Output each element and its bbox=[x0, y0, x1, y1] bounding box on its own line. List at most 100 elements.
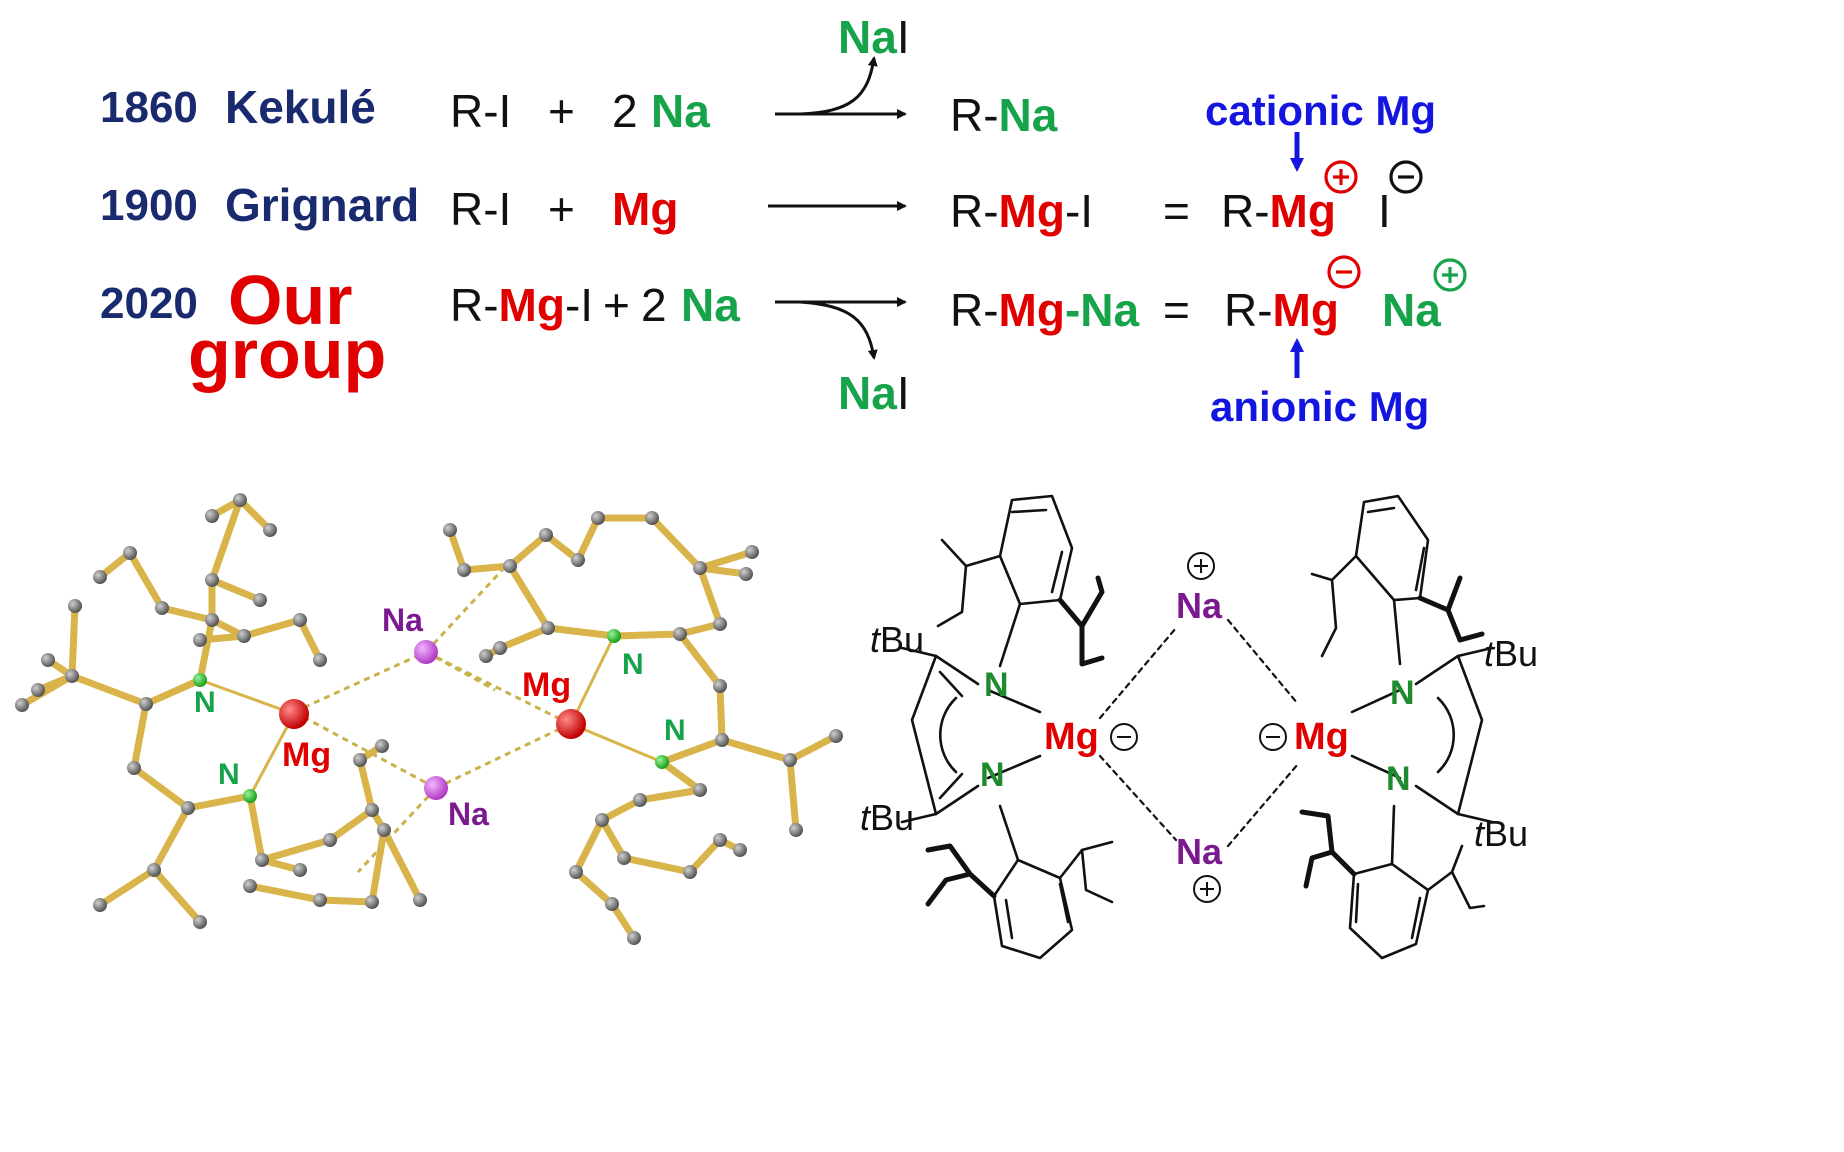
structure-n-label: N bbox=[1390, 674, 1415, 712]
r1-byproduct: NaI bbox=[838, 11, 910, 63]
r3-product: R-Mg-Na bbox=[950, 284, 1140, 336]
name-kekule: Kekulé bbox=[225, 81, 376, 133]
crystal-bond bbox=[598, 816, 628, 862]
r1-coef: 2 bbox=[612, 85, 638, 137]
crystal-mg-left-label: Mg bbox=[282, 736, 332, 774]
na-bottom-plus-icon bbox=[1193, 875, 1221, 903]
crystal-carbon-atom bbox=[193, 915, 207, 929]
crystal-carbon-atom bbox=[41, 653, 55, 667]
crystal-carbon-atom bbox=[123, 546, 137, 560]
anionic-mg-label: anionic Mg bbox=[1210, 383, 1430, 430]
arrow-r3-byproduct bbox=[799, 300, 878, 360]
crystal-n-atom bbox=[607, 629, 621, 643]
crystal-bond bbox=[572, 816, 606, 876]
year-1900: 1900 bbox=[100, 181, 198, 230]
na-top-plus-icon bbox=[1187, 552, 1215, 580]
reaction-arrows bbox=[768, 56, 907, 360]
crystal-n-label: N bbox=[218, 758, 240, 791]
structure-n-label: N bbox=[984, 666, 1009, 704]
crystal-carbon-atom bbox=[205, 613, 219, 627]
crystal-n-atom bbox=[243, 789, 257, 803]
crystal-carbon-atom bbox=[263, 523, 277, 537]
crystal-carbon-atom bbox=[633, 793, 647, 807]
crystal-bond bbox=[240, 616, 304, 640]
crystal-carbon-atom bbox=[503, 559, 517, 573]
crystal-carbon-atom bbox=[255, 853, 269, 867]
crystal-carbon-atom bbox=[365, 803, 379, 817]
crystal-bond bbox=[460, 562, 514, 574]
crystal-mg-right-atom bbox=[556, 709, 586, 739]
crystal-bond bbox=[130, 700, 150, 772]
crystal-na-bottom-label: Na bbox=[448, 796, 489, 832]
crystal-carbon-atom bbox=[243, 879, 257, 893]
crystal-mg-right-label: Mg bbox=[522, 666, 572, 704]
crystal-carbon-atom bbox=[693, 561, 707, 575]
crystal-n-atom bbox=[655, 755, 669, 769]
crystal-carbon-atom bbox=[155, 601, 169, 615]
crystal-bond bbox=[326, 806, 376, 844]
crystal-mg-n-bond bbox=[569, 634, 616, 726]
r2-ionic-mg: R-Mg bbox=[1221, 185, 1336, 237]
r3-plus: + bbox=[603, 279, 630, 331]
crystal-na-top-atom bbox=[414, 640, 438, 664]
crystal-bond bbox=[696, 548, 756, 572]
crystal-carbon-atom bbox=[293, 613, 307, 627]
crystal-bond bbox=[208, 576, 264, 604]
crystal-bond bbox=[126, 549, 166, 612]
line-structure bbox=[900, 494, 1494, 960]
crystal-bond bbox=[184, 792, 254, 812]
crystal-bond bbox=[150, 866, 204, 926]
crystal-bond bbox=[196, 632, 248, 644]
crystal-carbon-atom bbox=[645, 511, 659, 525]
structure-na-bottom-label: Na bbox=[1176, 831, 1223, 872]
tbu-bottom-left-label: tBu bbox=[860, 797, 915, 838]
mg-right-minus-icon bbox=[1259, 723, 1287, 751]
crystal-carbon-atom bbox=[205, 509, 219, 523]
tbu-top-right-label: tBu bbox=[1484, 633, 1539, 674]
structure-charges bbox=[1110, 552, 1287, 903]
crystal-carbon-atom bbox=[65, 669, 79, 683]
crystal-carbon-atom bbox=[715, 733, 729, 747]
crystal-na-bottom-atom bbox=[424, 776, 448, 800]
r1-product: R-Na bbox=[950, 89, 1058, 141]
crystal-bond bbox=[658, 736, 726, 766]
r1-plus: + bbox=[548, 85, 575, 137]
crystal-carbon-atom bbox=[745, 545, 759, 559]
crystal-n-label: N bbox=[194, 686, 216, 719]
year-1860: 1860 bbox=[100, 83, 198, 132]
crystal-carbon-atom bbox=[127, 761, 141, 775]
crystal-bond bbox=[356, 756, 376, 814]
crystal-bond bbox=[446, 526, 468, 574]
r2-reactant: R-I bbox=[450, 183, 512, 235]
crystal-carbon-atom bbox=[313, 653, 327, 667]
crystal-bond bbox=[96, 866, 158, 909]
r3-sodium: Na bbox=[1382, 284, 1441, 336]
crystal-carbon-atom bbox=[443, 523, 457, 537]
r2-iodide: I bbox=[1378, 185, 1391, 237]
crystal-carbon-atom bbox=[181, 801, 195, 815]
crystal-carbon-atom bbox=[617, 851, 631, 865]
crystal-carbon-atom bbox=[205, 573, 219, 587]
crystal-carbon-atom bbox=[15, 698, 29, 712]
crystal-carbon-atom bbox=[375, 739, 389, 753]
crystal-bond bbox=[496, 624, 552, 652]
name-our: Our bbox=[228, 261, 353, 339]
crystal-bond bbox=[658, 758, 704, 794]
crystal-bond bbox=[686, 836, 724, 876]
crystal-bond bbox=[506, 531, 550, 570]
r1-reactant: R-I bbox=[450, 85, 512, 137]
tbu-bottom-right-label: tBu bbox=[1474, 813, 1529, 854]
crystal-carbon-atom bbox=[595, 813, 609, 827]
r3-coef: 2 bbox=[641, 279, 667, 331]
crystal-carbon-atom bbox=[313, 893, 327, 907]
crystal-bond bbox=[718, 736, 794, 764]
r3-na: Na bbox=[681, 279, 740, 331]
crystal-carbon-atom bbox=[713, 679, 727, 693]
r1-na: Na bbox=[651, 85, 710, 137]
crystal-bond bbox=[236, 496, 274, 534]
crystal-carbon-atom bbox=[139, 697, 153, 711]
crystal-carbon-atom bbox=[713, 617, 727, 631]
crystal-structure bbox=[15, 493, 843, 945]
crystal-carbon-atom bbox=[323, 833, 337, 847]
